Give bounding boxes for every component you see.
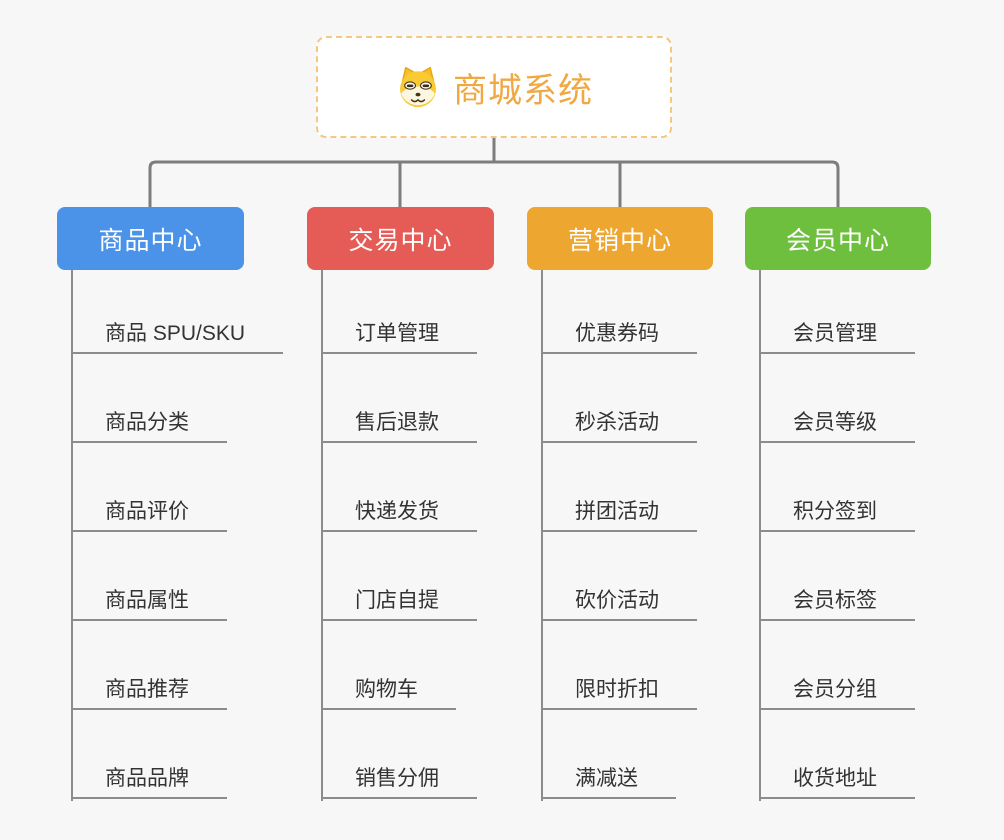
root-node[interactable]: 商城系统 xyxy=(316,36,672,138)
topic-item[interactable]: 会员管理 xyxy=(759,316,915,354)
topic-item[interactable]: 门店自提 xyxy=(321,583,477,621)
branch-spine xyxy=(321,270,323,801)
topic-item[interactable]: 商品分类 xyxy=(71,405,227,443)
topic-item[interactable]: 秒杀活动 xyxy=(541,405,697,443)
branch-node-trade-center[interactable]: 交易中心 xyxy=(307,207,494,270)
topic-item[interactable]: 砍价活动 xyxy=(541,583,697,621)
topic-item[interactable]: 会员分组 xyxy=(759,672,915,710)
topic-item[interactable]: 拼团活动 xyxy=(541,494,697,532)
topic-item[interactable]: 限时折扣 xyxy=(541,672,697,710)
branch-node-product-center[interactable]: 商品中心 xyxy=(57,207,244,270)
root-title: 商城系统 xyxy=(453,71,593,110)
branch-label: 会员中心 xyxy=(785,226,890,255)
topic-item[interactable]: 优惠券码 xyxy=(541,316,697,354)
topic-item[interactable]: 售后退款 xyxy=(321,405,477,443)
topic-item[interactable]: 商品属性 xyxy=(71,583,227,621)
topic-item[interactable]: 满减送 xyxy=(541,761,676,799)
branch-label: 商品中心 xyxy=(98,226,203,255)
topic-item[interactable]: 会员等级 xyxy=(759,405,915,443)
topic-item[interactable]: 商品评价 xyxy=(71,494,227,532)
branch-spine xyxy=(71,270,73,801)
topic-item[interactable]: 订单管理 xyxy=(321,316,477,354)
topic-item[interactable]: 商品品牌 xyxy=(71,761,227,799)
branch-spine xyxy=(759,270,761,801)
topic-item[interactable]: 收货地址 xyxy=(759,761,915,799)
topic-item[interactable]: 购物车 xyxy=(321,672,456,710)
topic-item[interactable]: 快递发货 xyxy=(321,494,477,532)
topic-item[interactable]: 积分签到 xyxy=(759,494,915,532)
branch-label: 交易中心 xyxy=(348,226,453,255)
branch-node-member-center[interactable]: 会员中心 xyxy=(745,207,931,270)
dog-icon xyxy=(395,64,441,110)
branch-label: 营销中心 xyxy=(567,226,672,255)
topic-item[interactable]: 会员标签 xyxy=(759,583,915,621)
branch-node-marketing-center[interactable]: 营销中心 xyxy=(527,207,713,270)
topic-item[interactable]: 商品 SPU/SKU xyxy=(71,316,284,354)
topic-item[interactable]: 销售分佣 xyxy=(321,761,477,799)
topic-item[interactable]: 商品推荐 xyxy=(71,672,227,710)
branch-spine xyxy=(541,270,543,801)
